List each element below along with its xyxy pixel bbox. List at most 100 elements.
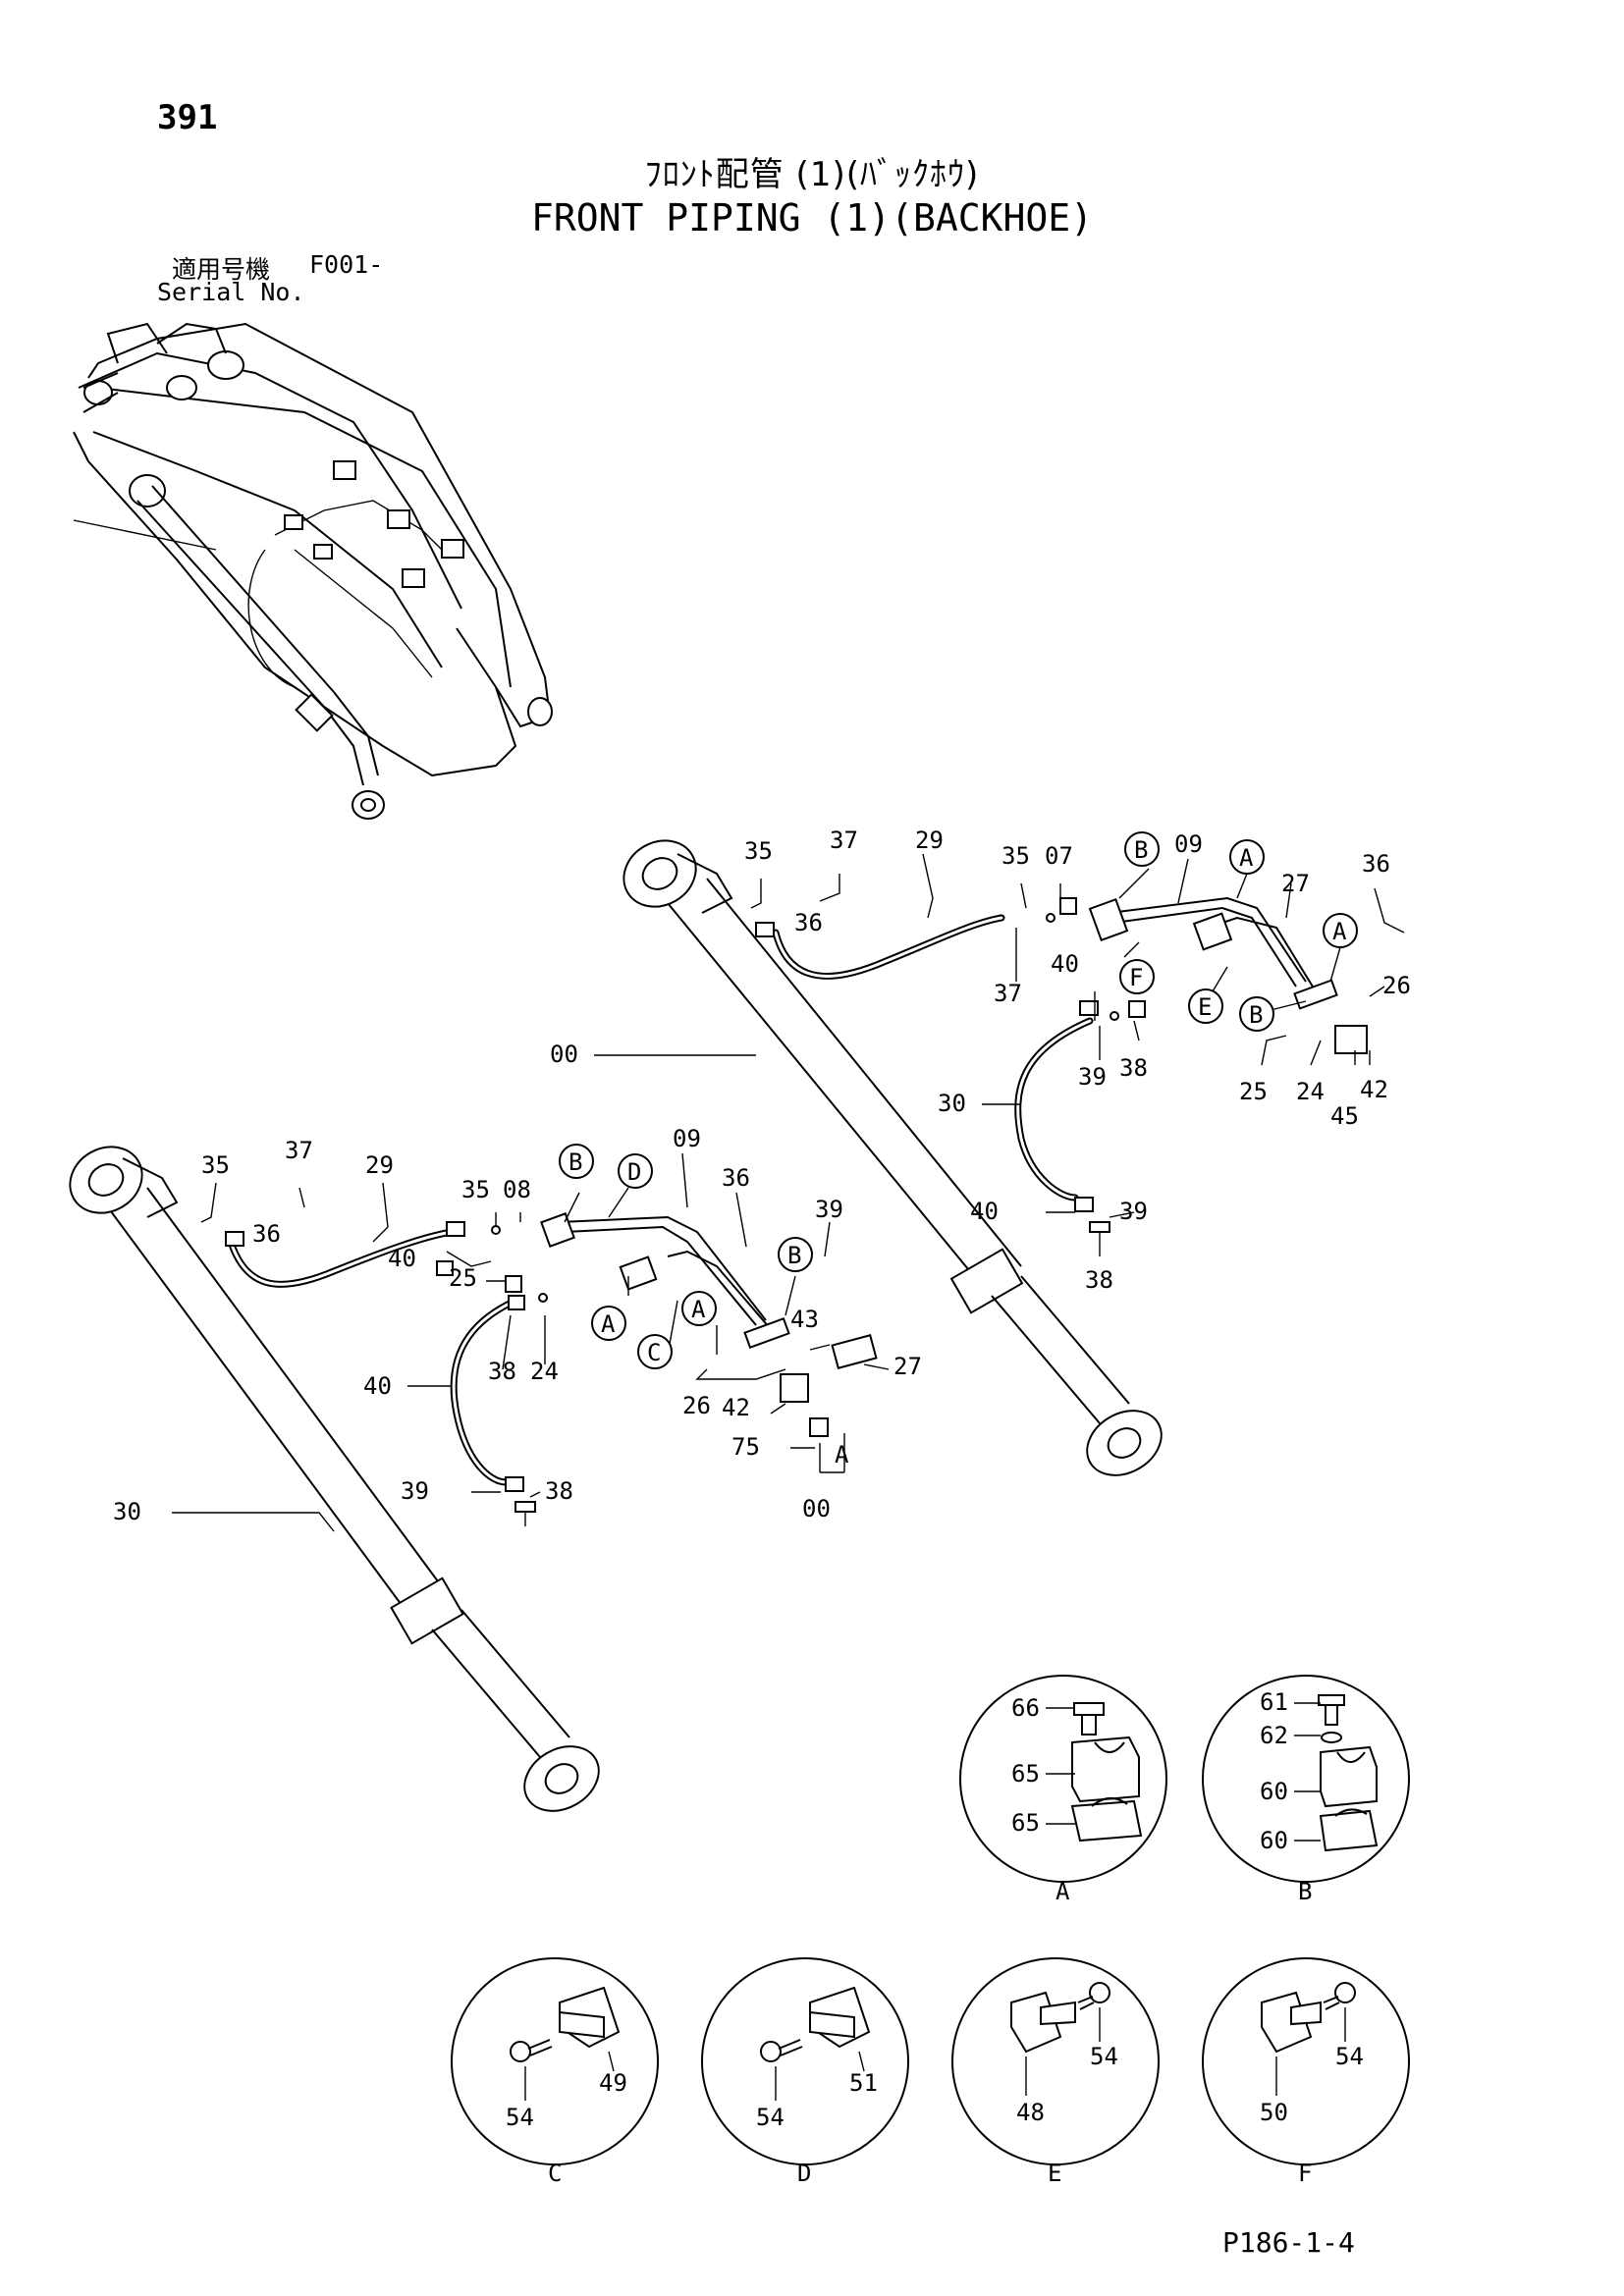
callout: 39: [815, 1196, 843, 1223]
callout: 40: [1051, 950, 1079, 978]
callout: 38: [1119, 1054, 1148, 1082]
callout: 35: [744, 837, 773, 865]
callout: 27: [1281, 870, 1310, 897]
letter-marker: D: [627, 1158, 641, 1186]
lower-letter-markers: B D B A A C A: [559, 1144, 849, 1468]
lower-leader-lines: [172, 1152, 890, 1532]
detail-a: 66 65 65 A: [959, 1675, 1167, 1905]
detail-b: 61 62 60 60 B: [1202, 1675, 1410, 1905]
detail-label: D: [797, 2160, 811, 2187]
callout: 24: [1296, 1078, 1325, 1105]
callout: 24: [530, 1358, 559, 1385]
callout: 29: [365, 1151, 394, 1179]
callout: 40: [388, 1245, 416, 1272]
callout: 35: [461, 1176, 490, 1203]
callout: 26: [1382, 972, 1411, 999]
detail-d: 54 51 D: [701, 1957, 909, 2187]
detail-callout: 50: [1260, 2099, 1288, 2126]
detail-callout: 54: [1090, 2043, 1118, 2070]
detail-callout: 61: [1260, 1688, 1288, 1716]
page-number: 391: [157, 98, 218, 137]
letter-marker: B: [787, 1242, 801, 1269]
letter-marker: A: [601, 1310, 616, 1338]
callout: 08: [503, 1176, 531, 1203]
callout: 38: [1085, 1266, 1113, 1294]
upper-letter-markers: B A A F E B: [1119, 831, 1358, 1032]
callout: 42: [1360, 1076, 1388, 1103]
callout: 36: [722, 1164, 750, 1192]
callout: 09: [1174, 830, 1203, 858]
detail-callout: 65: [1011, 1809, 1040, 1837]
callout: 09: [673, 1125, 701, 1152]
callout: 40: [970, 1198, 999, 1225]
callout: 36: [794, 909, 823, 936]
callout: 39: [1078, 1063, 1107, 1091]
callout: 36: [1362, 850, 1390, 878]
detail-callout: 49: [599, 2069, 627, 2097]
detail-callout: 62: [1260, 1722, 1288, 1749]
callout: 40: [363, 1372, 392, 1400]
detail-callout: 54: [1335, 2043, 1364, 2070]
page-code: P186-1-4: [1222, 2226, 1355, 2259]
loose-letter: A: [835, 1441, 849, 1468]
callout: 37: [830, 827, 858, 854]
detail-label: E: [1048, 2160, 1061, 2187]
detail-label: F: [1298, 2160, 1312, 2187]
detail-callout: 54: [756, 2104, 785, 2131]
detail-label: A: [1056, 1878, 1070, 1905]
detail-e: 48 54 E: [951, 1957, 1160, 2187]
callout: 27: [893, 1353, 922, 1380]
letter-marker: A: [691, 1296, 706, 1323]
letter-marker: B: [568, 1148, 582, 1176]
letter-marker: C: [647, 1339, 661, 1366]
secondary-callouts: 36 37: [460, 842, 1030, 1203]
letter-marker: A: [1239, 844, 1254, 872]
detail-callout: 60: [1260, 1827, 1288, 1854]
title-english: FRONT PIPING (1)(BACKHOE): [531, 196, 1093, 240]
callout: 42: [722, 1394, 750, 1421]
detail-callout: 65: [1011, 1760, 1040, 1788]
callout: 29: [915, 827, 944, 854]
callout: 25: [1239, 1078, 1268, 1105]
callout: 26: [682, 1392, 711, 1419]
letter-marker: E: [1198, 993, 1212, 1021]
callout: 00: [802, 1495, 831, 1522]
letter-marker: F: [1129, 964, 1143, 991]
boom-overview-illustration: [73, 322, 553, 820]
callout: 38: [545, 1477, 573, 1505]
callout: 30: [938, 1090, 966, 1117]
callout: 35: [1001, 842, 1030, 870]
detail-callout: 54: [506, 2104, 534, 2131]
detail-callout: 51: [849, 2069, 878, 2097]
detail-label: B: [1298, 1878, 1312, 1905]
callout: 39: [401, 1477, 429, 1505]
lower-callouts: 35 37 29 36 35 08 09 36 40 25 39 38 24 4…: [113, 1125, 922, 1525]
callout: 35: [201, 1151, 230, 1179]
letter-marker: A: [1332, 918, 1347, 945]
callout: 00: [550, 1041, 578, 1068]
callout: 39: [1119, 1198, 1148, 1225]
detail-f: 50 54 F: [1202, 1957, 1410, 2187]
callout: 38: [488, 1358, 516, 1385]
upper-callouts: 35 37 29 36 35 07 09 27 36 37 40 26 39 3…: [550, 827, 1411, 1294]
callout: 07: [1045, 842, 1073, 870]
callout: 36: [252, 1220, 281, 1248]
callout: 43: [790, 1306, 819, 1333]
title-japanese: ﾌﾛﾝﾄ配管 (1)(ﾊﾞｯｸﾎｳ): [644, 155, 980, 194]
letter-marker: B: [1134, 836, 1148, 864]
callout: 30: [113, 1498, 141, 1525]
detail-callout: 48: [1016, 2099, 1045, 2126]
serial-label-japanese: 適用号機: [172, 255, 271, 284]
serial-value: F001-: [309, 250, 384, 279]
callout: 37: [285, 1137, 313, 1164]
callout: 37: [994, 980, 1022, 1007]
callout: 45: [1330, 1102, 1359, 1130]
detail-callout: 66: [1011, 1694, 1040, 1722]
letter-marker: B: [1249, 1001, 1263, 1029]
serial-label-english: Serial No.: [157, 278, 305, 306]
lower-cylinder-assembly: [69, 1146, 878, 1812]
detail-c: 54 49 C: [451, 1957, 659, 2187]
callout: 25: [449, 1264, 477, 1292]
detail-label: C: [548, 2160, 562, 2187]
